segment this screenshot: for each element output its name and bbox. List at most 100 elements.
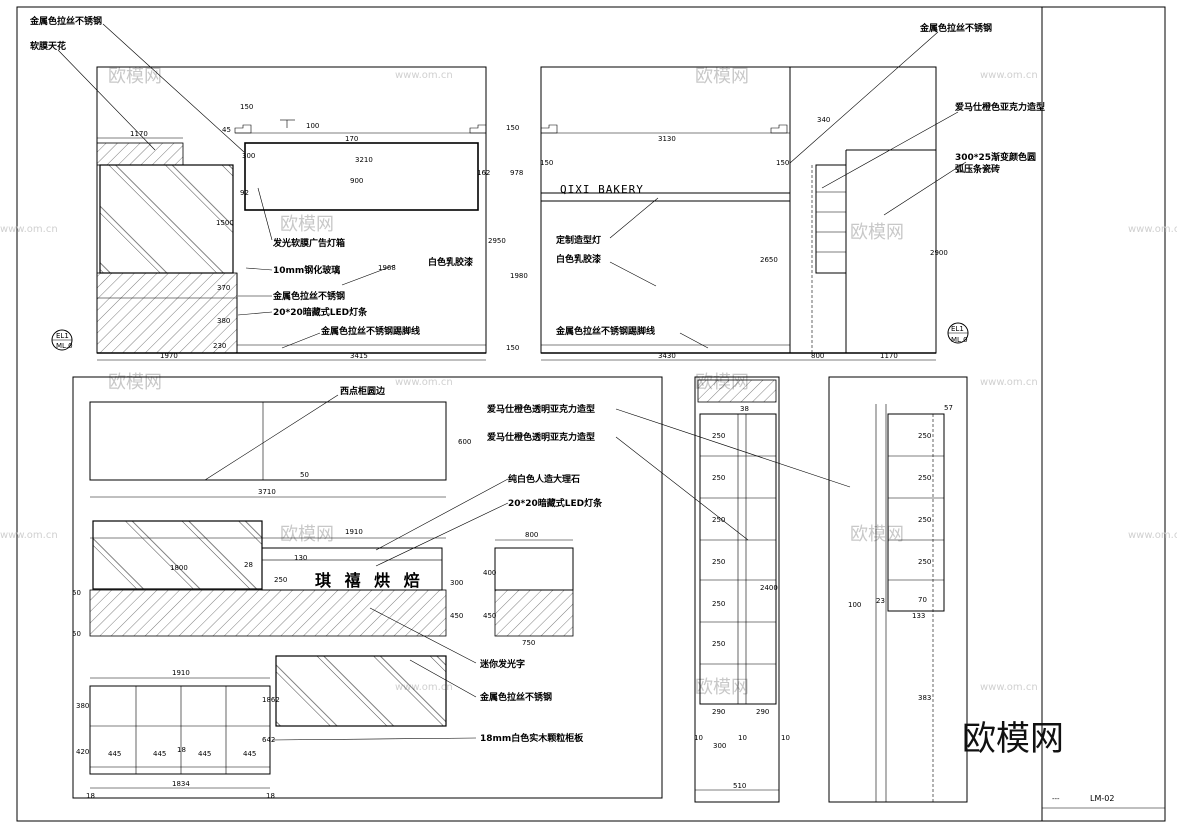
label-quartz: 纯白色人造大理石 xyxy=(508,473,580,485)
svg-text:162: 162 xyxy=(477,169,490,177)
svg-text:250: 250 xyxy=(918,516,931,524)
svg-text:www.om.cn: www.om.cn xyxy=(980,70,1038,81)
svg-text:57: 57 xyxy=(944,404,953,412)
svg-text:ML.0: ML.0 xyxy=(951,336,968,344)
label-wood-board: 18mm白色实木颗粒柜板 xyxy=(480,732,584,744)
leaders xyxy=(57,23,967,741)
svg-text:250: 250 xyxy=(712,432,725,440)
svg-text:250: 250 xyxy=(712,516,725,524)
display-shelf-side: 57 250 250 250 250 70 100 23 133 383 xyxy=(828,376,968,803)
svg-text:800: 800 xyxy=(525,531,538,539)
svg-text:欧模网: 欧模网 xyxy=(850,524,904,545)
svg-text:3210: 3210 xyxy=(355,156,373,164)
svg-text:50: 50 xyxy=(72,630,81,638)
label-hermes-trans-1: 爱马仕橙色透明亚克力造型 xyxy=(487,403,595,415)
svg-text:18: 18 xyxy=(266,792,275,800)
svg-text:642: 642 xyxy=(262,736,275,744)
elevation-1: 1170 150 45 100 300 170 3210 900 162 295… xyxy=(51,66,519,361)
label-custom-lamp: 定制造型灯 xyxy=(555,234,601,246)
svg-text:170: 170 xyxy=(345,135,358,143)
svg-text:380: 380 xyxy=(217,317,230,325)
svg-text:900: 900 xyxy=(350,177,363,185)
svg-text:92: 92 xyxy=(240,189,249,197)
svg-text:380: 380 xyxy=(76,702,89,710)
svg-text:250: 250 xyxy=(712,558,725,566)
label-led-strip-2: 20*20暗藏式LED灯条 xyxy=(508,497,603,509)
label-ss-gold-3: 金属色拉丝不锈钢 xyxy=(272,290,345,302)
svg-text:510: 510 xyxy=(733,782,746,790)
sheet-code: LM-02 xyxy=(1090,794,1114,803)
svg-text:300: 300 xyxy=(713,742,726,750)
label-skirting-1: 金属色拉丝不锈钢踢脚线 xyxy=(320,325,420,337)
svg-text:150: 150 xyxy=(776,159,789,167)
svg-text:1500: 1500 xyxy=(216,219,234,227)
svg-text:www.om.cn: www.om.cn xyxy=(395,377,453,388)
label-ss-gold-4: 金属色拉丝不锈钢 xyxy=(479,691,552,703)
svg-text:1170: 1170 xyxy=(130,130,148,138)
svg-text:欧模网: 欧模网 xyxy=(850,222,904,243)
svg-text:2650: 2650 xyxy=(760,256,778,264)
svg-text:445: 445 xyxy=(153,750,166,758)
svg-text:978: 978 xyxy=(510,169,523,177)
svg-text:100: 100 xyxy=(306,122,319,130)
svg-text:445: 445 xyxy=(198,750,211,758)
svg-text:欧模网: 欧模网 xyxy=(108,66,162,87)
label-lightbox: 发光软膜广告灯箱 xyxy=(272,237,345,249)
svg-text:600: 600 xyxy=(458,438,471,446)
svg-text:420: 420 xyxy=(76,748,89,756)
svg-text:2900: 2900 xyxy=(930,249,948,257)
svg-text:750: 750 xyxy=(522,639,535,647)
svg-text:1834: 1834 xyxy=(172,780,190,788)
svg-text:3710: 3710 xyxy=(258,488,276,496)
svg-text:50: 50 xyxy=(72,589,81,597)
svg-text:150: 150 xyxy=(540,159,553,167)
svg-text:150: 150 xyxy=(506,124,519,132)
svg-text:www.om.cn: www.om.cn xyxy=(395,70,453,81)
svg-text:3430: 3430 xyxy=(658,352,676,360)
site-logo: 欧模网 xyxy=(962,719,1064,759)
svg-text:23: 23 xyxy=(876,597,885,605)
svg-text:欧模网: 欧模网 xyxy=(108,372,162,393)
svg-text:18: 18 xyxy=(86,792,95,800)
svg-text:www.om.cn: www.om.cn xyxy=(1128,530,1177,541)
svg-text:300: 300 xyxy=(242,152,255,160)
svg-text:1800: 1800 xyxy=(170,564,188,572)
label-led-strip-1: 20*20暗藏式LED灯条 xyxy=(273,306,368,318)
label-ss-gold-2: 金属色拉丝不锈钢 xyxy=(919,22,992,34)
svg-text:450: 450 xyxy=(483,612,496,620)
svg-text:250: 250 xyxy=(712,474,725,482)
svg-text:欧模网: 欧模网 xyxy=(280,524,334,545)
svg-text:10: 10 xyxy=(781,734,790,742)
svg-text:250: 250 xyxy=(918,474,931,482)
svg-text:1910: 1910 xyxy=(172,669,190,677)
svg-text:www.om.cn: www.om.cn xyxy=(0,530,58,541)
label-ss-gold-1: 金属色拉丝不锈钢 xyxy=(29,15,102,27)
svg-text:2400: 2400 xyxy=(760,584,778,592)
svg-text:50: 50 xyxy=(300,471,309,479)
svg-text:www.om.cn: www.om.cn xyxy=(1128,224,1177,235)
svg-text:133: 133 xyxy=(912,612,925,620)
sheet-border xyxy=(16,6,1166,822)
label-skirting-2: 金属色拉丝不锈钢踢脚线 xyxy=(555,325,655,337)
svg-text:EL1: EL1 xyxy=(951,325,964,333)
svg-text:欧模网: 欧模网 xyxy=(695,677,749,698)
counter-details: 3710 50 600 琪 禧 烘 焙 1910 1800 28 130 250… xyxy=(72,376,663,800)
svg-text:800: 800 xyxy=(811,352,824,360)
svg-text:1970: 1970 xyxy=(160,352,178,360)
svg-text:28: 28 xyxy=(244,561,253,569)
svg-text:1170: 1170 xyxy=(880,352,898,360)
svg-text:290: 290 xyxy=(712,708,725,716)
annotation-labels: 金属色拉丝不锈钢 软膜天花 金属色拉丝不锈钢 爱马仕橙色亚克力造型 300*25… xyxy=(29,15,1045,744)
svg-text:250: 250 xyxy=(712,600,725,608)
svg-text:18: 18 xyxy=(177,746,186,754)
svg-text:琪 禧 烘 焙: 琪 禧 烘 焙 xyxy=(315,571,424,590)
svg-text:欧模网: 欧模网 xyxy=(280,214,334,235)
lightbox xyxy=(244,142,479,211)
label-gradient-tile: 300*25渐变颜色圆 xyxy=(955,151,1036,163)
label-hermes-trans-2: 爱马仕橙色透明亚克力造型 xyxy=(487,431,595,443)
elevation-2: QIXI BAKERY 3130 150 150 978 1980 2650 3… xyxy=(510,66,969,361)
label-mini-lit-letters: 迷你发光字 xyxy=(479,658,525,670)
svg-text:150: 150 xyxy=(240,103,253,111)
svg-text:1980: 1980 xyxy=(510,272,528,280)
svg-text:130: 130 xyxy=(294,554,307,562)
